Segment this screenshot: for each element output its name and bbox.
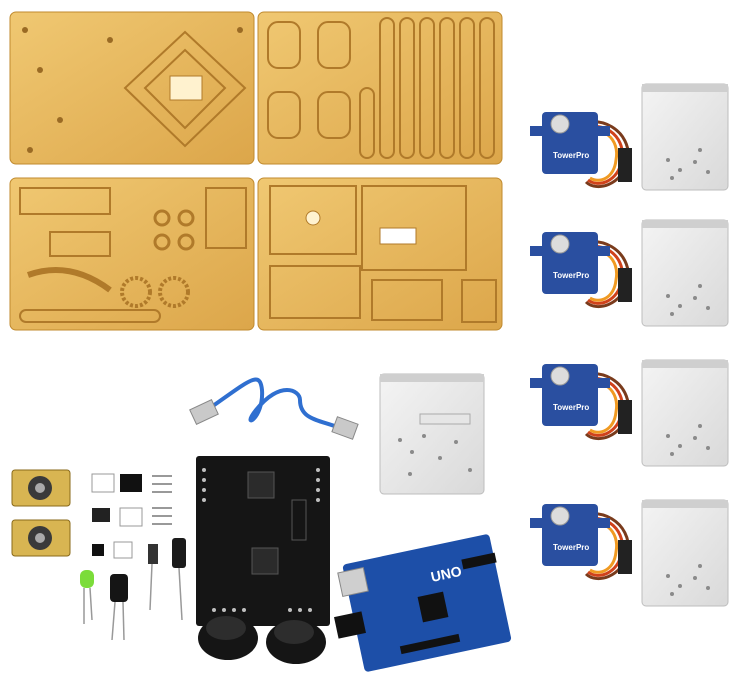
uno-board-label: UNO [429,563,463,585]
green-led [80,570,94,588]
servo-label: TowerPro [553,403,589,412]
servo-label: TowerPro [553,543,589,552]
joystick-module-2 [11,519,71,557]
joystick-cap-1 [198,616,258,660]
acrylic-sheet-bottom-left [9,177,255,331]
acrylic-sheet-bottom-right [257,177,503,331]
usb-cable [189,377,359,440]
screw-bag-5 [379,373,485,495]
joystick-cap-2 [266,620,326,664]
screw-bag-4 [641,499,729,607]
screw-bag-3 [641,359,729,467]
screw-bag-2 [641,219,729,327]
joystick-module-1 [11,469,71,507]
small-components [80,473,186,641]
servo-label: TowerPro [553,151,589,160]
servo-label: TowerPro [553,271,589,280]
servo-motor-3: TowerPro [530,364,632,441]
acrylic-sheet-top-left [9,11,255,165]
uno-board: UNO [334,534,512,672]
screw-bag-1 [641,83,729,191]
servo-motor-4: TowerPro [530,504,632,581]
expansion-shield-pcb [196,456,330,626]
servo-motor-1: TowerPro [530,112,632,189]
acrylic-sheet-top-right [257,11,503,165]
electrolytic-capacitor [110,574,128,602]
servo-motor-2: TowerPro [530,232,632,309]
